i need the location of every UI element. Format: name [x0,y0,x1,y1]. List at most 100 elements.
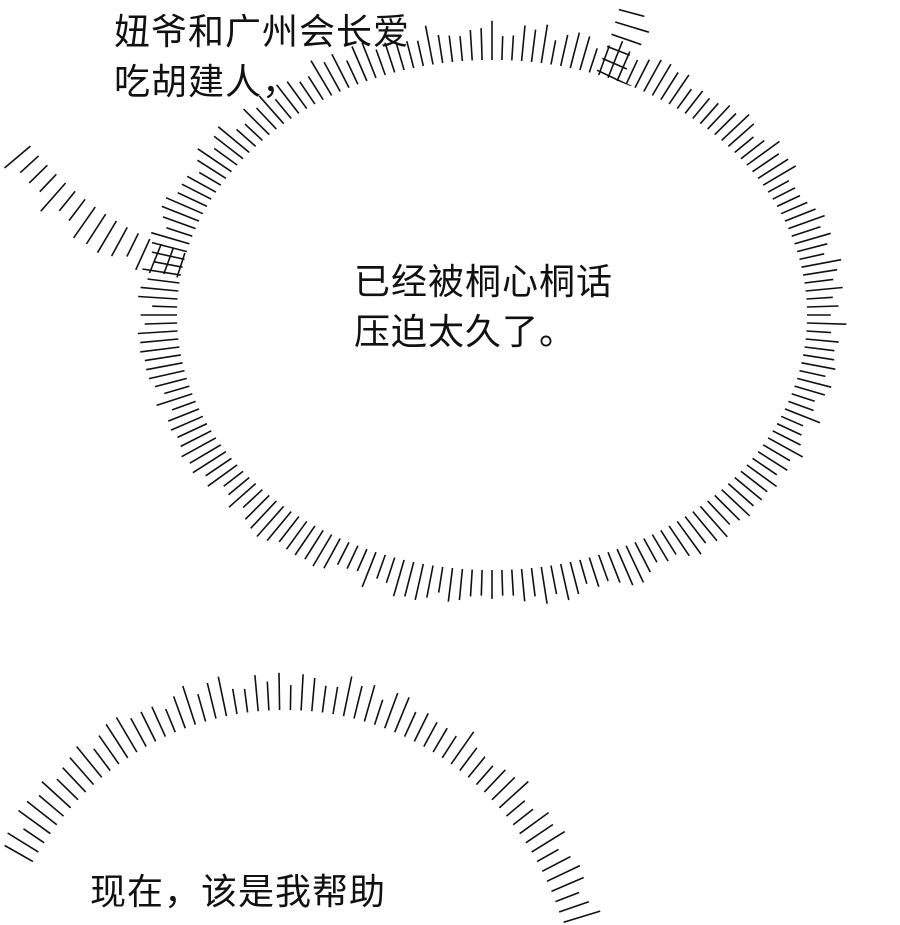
hatch-line [4,844,34,863]
hatch-line [395,43,405,71]
hatch-line [447,567,454,602]
hatch-line [278,516,300,543]
hatch-line [255,107,277,130]
hatch-line [384,42,396,73]
hatch-line [177,422,208,439]
hatch-line [363,684,376,722]
hatch-line [469,29,473,61]
hatch-line [480,569,483,596]
hatch-line [734,476,763,501]
hatch-line [321,685,327,713]
hatch-line [714,112,737,136]
hatch-line [300,674,304,711]
hatch-line [161,205,200,222]
hatch-line [784,408,821,424]
hatch-line [242,489,263,509]
hatch-line [85,213,107,245]
hatch-line [734,136,754,154]
hatch-line [707,500,731,526]
hatch-line [331,53,350,89]
hatch-line [511,569,515,596]
hatch-line [26,800,58,826]
hatch-line [740,139,765,160]
hatch-line [197,148,232,173]
hatch-line [776,194,801,208]
hatch-line [780,201,808,215]
hatch-line [588,48,598,73]
hatch-line [171,400,196,411]
hatch-line [569,561,580,595]
hatch-line [39,173,57,193]
hatch-line [403,711,417,738]
hatch-line [559,563,570,601]
hatch-line [28,164,48,184]
hatch-line [186,175,217,193]
hatch-line [546,864,581,883]
hatch-line [137,330,178,335]
hatch-line [140,711,157,742]
hatch-line [223,470,244,487]
hatch-line [68,198,86,222]
hatch-line [530,567,536,597]
hatch-line [459,747,478,772]
hatch-line [140,338,179,344]
hatch-line [676,88,693,110]
hatch-line [536,848,559,863]
hatch-line [392,559,405,597]
hatch-line [304,529,324,560]
hatch-line [110,226,129,257]
hatch-line [432,727,448,753]
hatch-line [805,338,839,343]
hatch-line [699,102,719,125]
hatch-line [177,191,208,208]
hatch-line [75,745,103,778]
hatch-line [356,548,368,572]
hatch-line [192,450,227,474]
hatch-line [353,685,363,719]
hatch-line [274,98,292,120]
hatch-line [393,696,410,733]
hatch-line [776,422,802,436]
hatch-line [437,566,444,593]
hatch-line [361,42,377,79]
hatch-line [458,568,464,601]
hatch-line [805,286,843,292]
hatch-line [151,241,188,253]
hatch-line [788,400,814,412]
hatch-line [323,61,341,92]
hatch-line [196,159,227,180]
hatch-line [668,525,690,557]
hatch-line [448,35,454,63]
hatch-line [579,559,588,585]
hatch-line [56,778,79,801]
hatch-line [540,24,549,64]
hatch-line [140,346,180,353]
hatch-line [569,32,581,69]
hatch-line [165,196,204,215]
hatch-line [258,95,285,125]
bubble-1-line-1: 妞爷和广州会长爱 [114,12,411,53]
hatch-line [189,444,222,464]
hatch-line [802,268,838,276]
hatch-line [58,190,76,212]
bubble-3-hatching [4,672,601,924]
hatch-line [243,108,270,136]
hatch-line [3,145,31,169]
hatch-line [256,505,285,538]
hatch-line [762,165,797,186]
hatch-line [235,128,257,147]
hatch-line [634,541,652,573]
hatch-line [205,457,232,477]
hatch-line [643,538,658,563]
hatch-line [588,557,600,587]
hatch-line [668,74,690,105]
hatch-line [806,322,847,325]
hatch-line [227,476,250,496]
hatch-line [151,706,167,738]
hatch-line [767,437,804,458]
hatch-line [385,557,396,584]
hatch-line [294,525,316,556]
hatch-line [198,171,222,186]
hatch-line [450,731,475,765]
hatch-line [181,183,212,200]
